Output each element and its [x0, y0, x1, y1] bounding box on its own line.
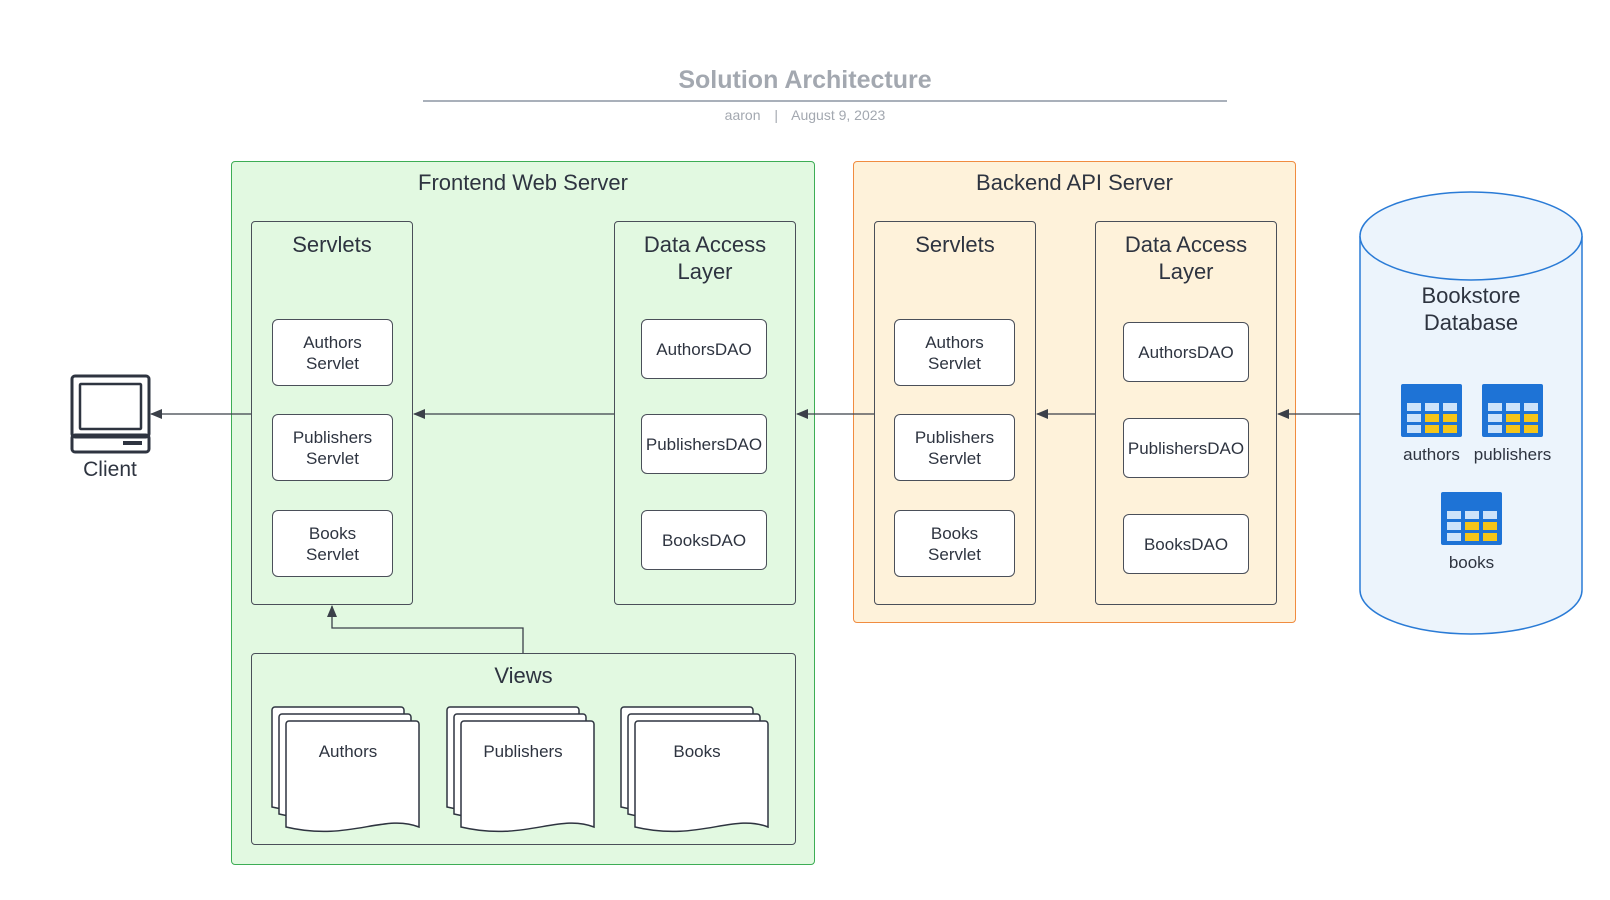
desktop-computer-icon — [70, 374, 151, 454]
frontend-data-access-layer-group[interactable] — [614, 221, 796, 605]
bookstore-database-label: Bookstore Database — [1421, 283, 1521, 335]
backend-books-servlet[interactable]: Books Servlet — [894, 510, 1015, 577]
frontend-servlets-group[interactable] — [251, 221, 413, 605]
frontend-web-server-label: Frontend Web Server — [418, 170, 628, 195]
publishers-table-icon — [1482, 384, 1543, 437]
publishers-table-label: publishers — [1473, 445, 1552, 464]
books-table-icon — [1441, 492, 1502, 545]
views-group[interactable] — [251, 653, 796, 845]
publishers-view-document-icon[interactable] — [446, 706, 595, 833]
frontend-books-servlet[interactable]: Books Servlet — [272, 510, 393, 577]
frontend-authors-servlet[interactable]: Authors Servlet — [272, 319, 393, 386]
arrow-views-to-servlets — [327, 605, 524, 653]
title-underline — [423, 100, 1227, 102]
books-table-label: books — [1448, 553, 1495, 572]
frontend-books-dao[interactable]: BooksDAO — [641, 510, 767, 570]
authors-view-document-icon[interactable] — [271, 706, 420, 833]
diagram-title: Solution Architecture — [678, 66, 932, 94]
backend-data-access-layer-group[interactable] — [1095, 221, 1277, 605]
author-name: aaron — [724, 107, 761, 123]
backend-data-access-layer-label: Data Access Layer — [1124, 232, 1248, 284]
backend-publishers-servlet[interactable]: Publishers Servlet — [894, 414, 1015, 481]
views-label: Views — [494, 663, 553, 688]
frontend-publishers-servlet[interactable]: Publishers Servlet — [272, 414, 393, 481]
publishers-view-label: Publishers — [483, 742, 563, 761]
diagram-meta: aaron | August 9, 2023 — [0, 107, 1610, 123]
client-label: Client — [83, 458, 137, 481]
backend-authors-servlet[interactable]: Authors Servlet — [894, 319, 1015, 386]
frontend-authors-dao[interactable]: AuthorsDAO — [641, 319, 767, 379]
backend-servlets-group[interactable] — [874, 221, 1036, 605]
bookstore-database-cylinder[interactable] — [1359, 191, 1583, 635]
backend-api-server-label: Backend API Server — [976, 170, 1173, 195]
authors-table-label: authors — [1403, 445, 1460, 464]
authors-table-icon — [1401, 384, 1462, 437]
diagram-date: August 9, 2023 — [791, 107, 886, 123]
authors-view-label: Authors — [318, 742, 378, 761]
frontend-publishers-dao[interactable]: PublishersDAO — [641, 414, 767, 474]
books-view-label: Books — [673, 742, 721, 761]
backend-authors-dao[interactable]: AuthorsDAO — [1123, 322, 1249, 382]
frontend-servlets-label: Servlets — [292, 232, 372, 257]
meta-separator: | — [774, 107, 779, 123]
backend-servlets-label: Servlets — [915, 232, 995, 257]
frontend-data-access-layer-label: Data Access Layer — [643, 232, 767, 284]
backend-publishers-dao[interactable]: PublishersDAO — [1123, 418, 1249, 478]
books-view-document-icon[interactable] — [620, 706, 769, 833]
backend-books-dao[interactable]: BooksDAO — [1123, 514, 1249, 574]
